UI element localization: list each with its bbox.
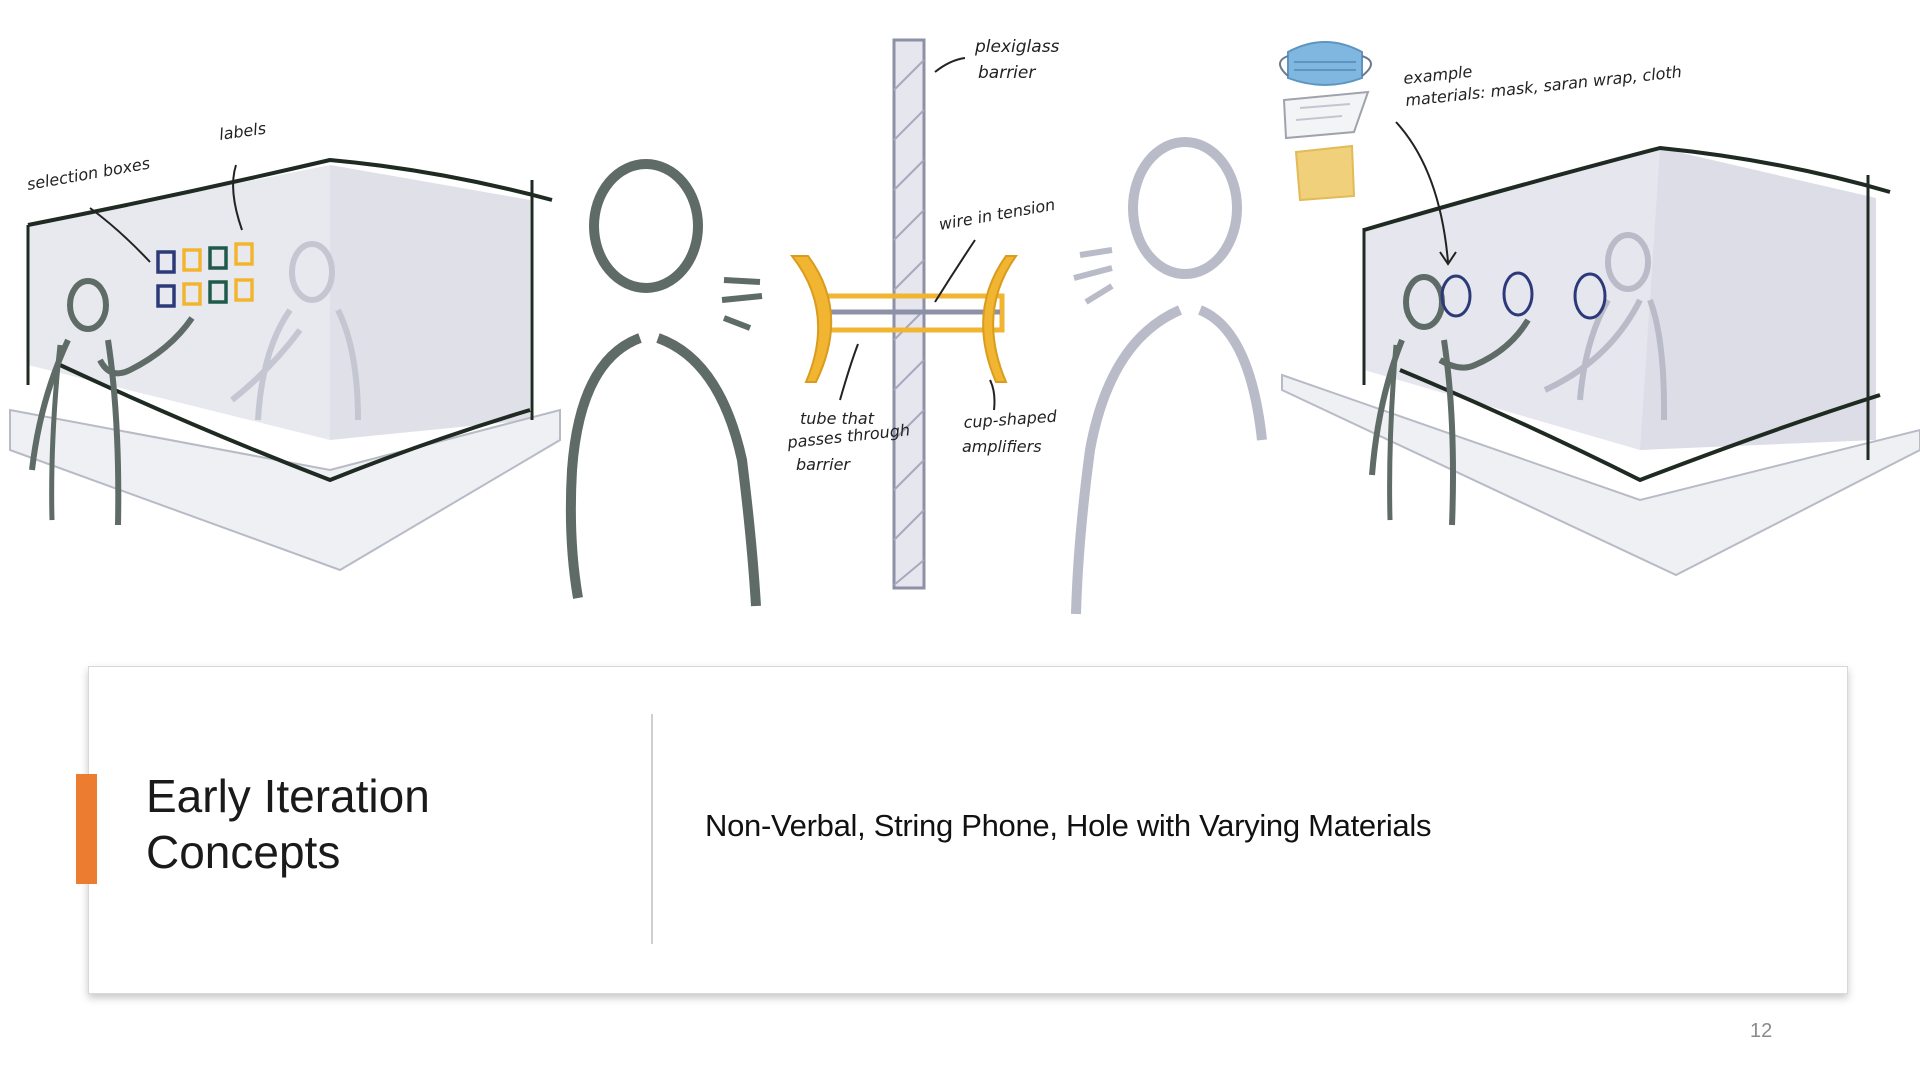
label-tube-line3: barrier — [796, 455, 851, 474]
slide-title: Early Iteration Concepts — [146, 768, 626, 880]
title-card — [88, 666, 1848, 994]
concept-sketches: selection boxes labels pl — [9, 37, 1920, 615]
slide-title-line2: Concepts — [146, 826, 341, 878]
label-cup-line2: amplifiers — [962, 437, 1042, 456]
slide-title-line1: Early Iteration — [146, 770, 430, 822]
non-verbal-booth-sketch: selection boxes labels — [9, 119, 561, 572]
label-labels: labels — [218, 119, 267, 144]
hole-materials-sketch: example materials: mask, saran wrap, clo… — [1279, 41, 1920, 577]
mask-swatch — [1279, 41, 1372, 86]
label-tube-line1: tube that — [800, 409, 875, 428]
saran-wrap-swatch — [1282, 90, 1370, 140]
card-divider — [651, 714, 653, 944]
label-wire-in-tension: wire in tension — [937, 195, 1056, 234]
page-number: 12 — [1750, 1020, 1773, 1042]
label-plexiglass-line2: barrier — [978, 63, 1036, 83]
label-cup-line1: cup-shaped — [963, 406, 1058, 432]
selection-boxes — [156, 242, 254, 308]
accent-bar — [76, 774, 97, 884]
label-plexiglass-line1: plexiglass — [974, 37, 1060, 57]
string-phone-sketch: plexiglass barrier wire in tension tube … — [565, 37, 1267, 615]
cloth-swatch — [1294, 144, 1356, 202]
label-selection-boxes: selection boxes — [25, 154, 151, 194]
slide-subtitle: Non-Verbal, String Phone, Hole with Vary… — [705, 808, 1432, 843]
